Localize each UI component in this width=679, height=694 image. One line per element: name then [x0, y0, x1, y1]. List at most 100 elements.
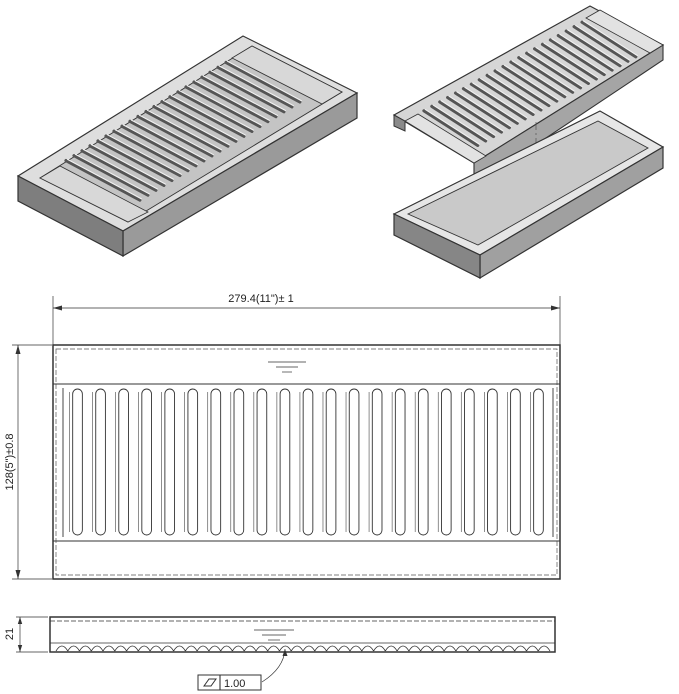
grate-end-flat-right — [585, 9, 664, 54]
iso-rib — [192, 80, 270, 124]
plan-ribs — [62, 388, 554, 537]
iso-rib-highlight — [130, 119, 206, 161]
tray-end-flat-left — [39, 165, 149, 223]
side-outline — [49, 616, 556, 653]
iso-rib — [64, 158, 142, 202]
iso-rib-highlight — [138, 114, 214, 156]
grate-rib-highlight — [511, 60, 567, 96]
plan-surface-mark — [268, 361, 306, 373]
plan-inner-outline — [55, 348, 558, 576]
plan-rib — [440, 388, 452, 536]
flatness-value-label: 1.00 — [224, 678, 245, 690]
grate-rib-highlight — [527, 51, 583, 88]
plan-rib — [279, 388, 291, 536]
grate-rib — [525, 51, 583, 90]
side-surface-mark — [254, 629, 294, 641]
grate-rib-highlight — [503, 64, 559, 101]
grate-rib — [485, 73, 543, 112]
grate-rib — [493, 69, 551, 108]
iso-rib-highlight — [74, 153, 150, 195]
iso-rib — [184, 85, 262, 129]
iso-rib-highlight — [154, 104, 230, 146]
plan-rib — [510, 388, 521, 536]
grate-rib-highlight — [567, 29, 623, 65]
iso-view-exploded — [392, 5, 665, 280]
iso-rib-highlight — [186, 85, 262, 126]
grate-rib — [438, 100, 496, 139]
grate-rib — [556, 33, 614, 72]
grate-rib — [533, 47, 590, 85]
iso-rib-highlight — [162, 99, 238, 141]
iso-rib — [152, 104, 230, 148]
iso-rib — [168, 95, 246, 138]
grate-rib-highlight — [488, 73, 544, 110]
plan-rib — [233, 388, 245, 536]
plan-rib — [256, 388, 268, 536]
iso-rib — [208, 70, 286, 114]
grate-rib — [540, 42, 598, 81]
grate-rib-highlight — [575, 24, 630, 61]
plan-rib — [187, 388, 199, 536]
plan-rib — [95, 388, 106, 536]
grate-rib-highlight — [464, 86, 520, 123]
iso-rib — [200, 75, 278, 119]
grate-rib — [564, 29, 622, 68]
iso-rib-highlight — [114, 129, 190, 170]
grate-rib-highlight — [456, 91, 512, 127]
iso-rib — [112, 129, 190, 173]
pan-inner-floor — [406, 120, 649, 246]
plan-rib — [164, 388, 176, 536]
iso-rib — [160, 100, 238, 143]
iso-rib-highlight — [106, 134, 182, 175]
grate-rib-highlight — [582, 20, 638, 57]
iso-rib — [104, 134, 182, 178]
side-view: 21 1.00 — [4, 616, 556, 691]
grate-rib — [548, 38, 606, 77]
tray-end-flat-right — [231, 45, 343, 105]
grate-rib — [509, 60, 567, 99]
iso-rib — [72, 154, 150, 197]
grate-rib — [572, 25, 630, 63]
grate-rib-highlight — [472, 82, 528, 119]
iso-view-assembled — [16, 35, 359, 258]
side-rib-scallops — [55, 645, 551, 652]
iso-rib — [216, 65, 294, 109]
grate-rib-highlight — [496, 69, 551, 105]
grate-rib — [453, 91, 511, 130]
pan-left-side — [393, 213, 481, 279]
plan-rib — [394, 388, 406, 536]
plan-rib — [371, 388, 383, 536]
grate-rib-highlight — [519, 55, 575, 92]
iso-rib-highlight — [178, 90, 254, 131]
iso-rib-highlight — [66, 158, 142, 200]
grate-rib-highlight — [551, 38, 607, 74]
grate-rib-highlight — [432, 104, 488, 141]
iso-rib-highlight — [202, 75, 278, 116]
plan-rib — [487, 388, 498, 536]
plan-rib — [417, 388, 429, 536]
iso-ribs-assembled — [64, 60, 302, 202]
plan-rib — [348, 388, 360, 536]
plan-rib — [72, 388, 83, 536]
grate-left-lip — [393, 114, 406, 132]
iso-rib-highlight — [170, 95, 246, 136]
iso-rib — [128, 119, 206, 163]
grate-rib — [580, 20, 638, 59]
grate-rib-highlight — [424, 109, 480, 145]
grate-rib-highlight — [559, 33, 615, 70]
plan-rib — [210, 388, 222, 536]
plan-rib — [533, 388, 544, 536]
iso-rib-highlight — [122, 124, 198, 166]
grate-rib — [501, 64, 559, 103]
iso-rib-highlight — [90, 144, 166, 185]
iso-rib-highlight — [218, 65, 294, 107]
iso-ribs-grate — [422, 20, 638, 147]
grate-rib-highlight — [480, 78, 536, 114]
grate-rib — [477, 78, 535, 116]
grate-rib-highlight — [543, 42, 599, 79]
grate-rib-highlight — [448, 95, 504, 132]
grate-rib — [446, 95, 504, 134]
tray-left-side — [17, 175, 124, 257]
grate-rib — [430, 104, 488, 143]
